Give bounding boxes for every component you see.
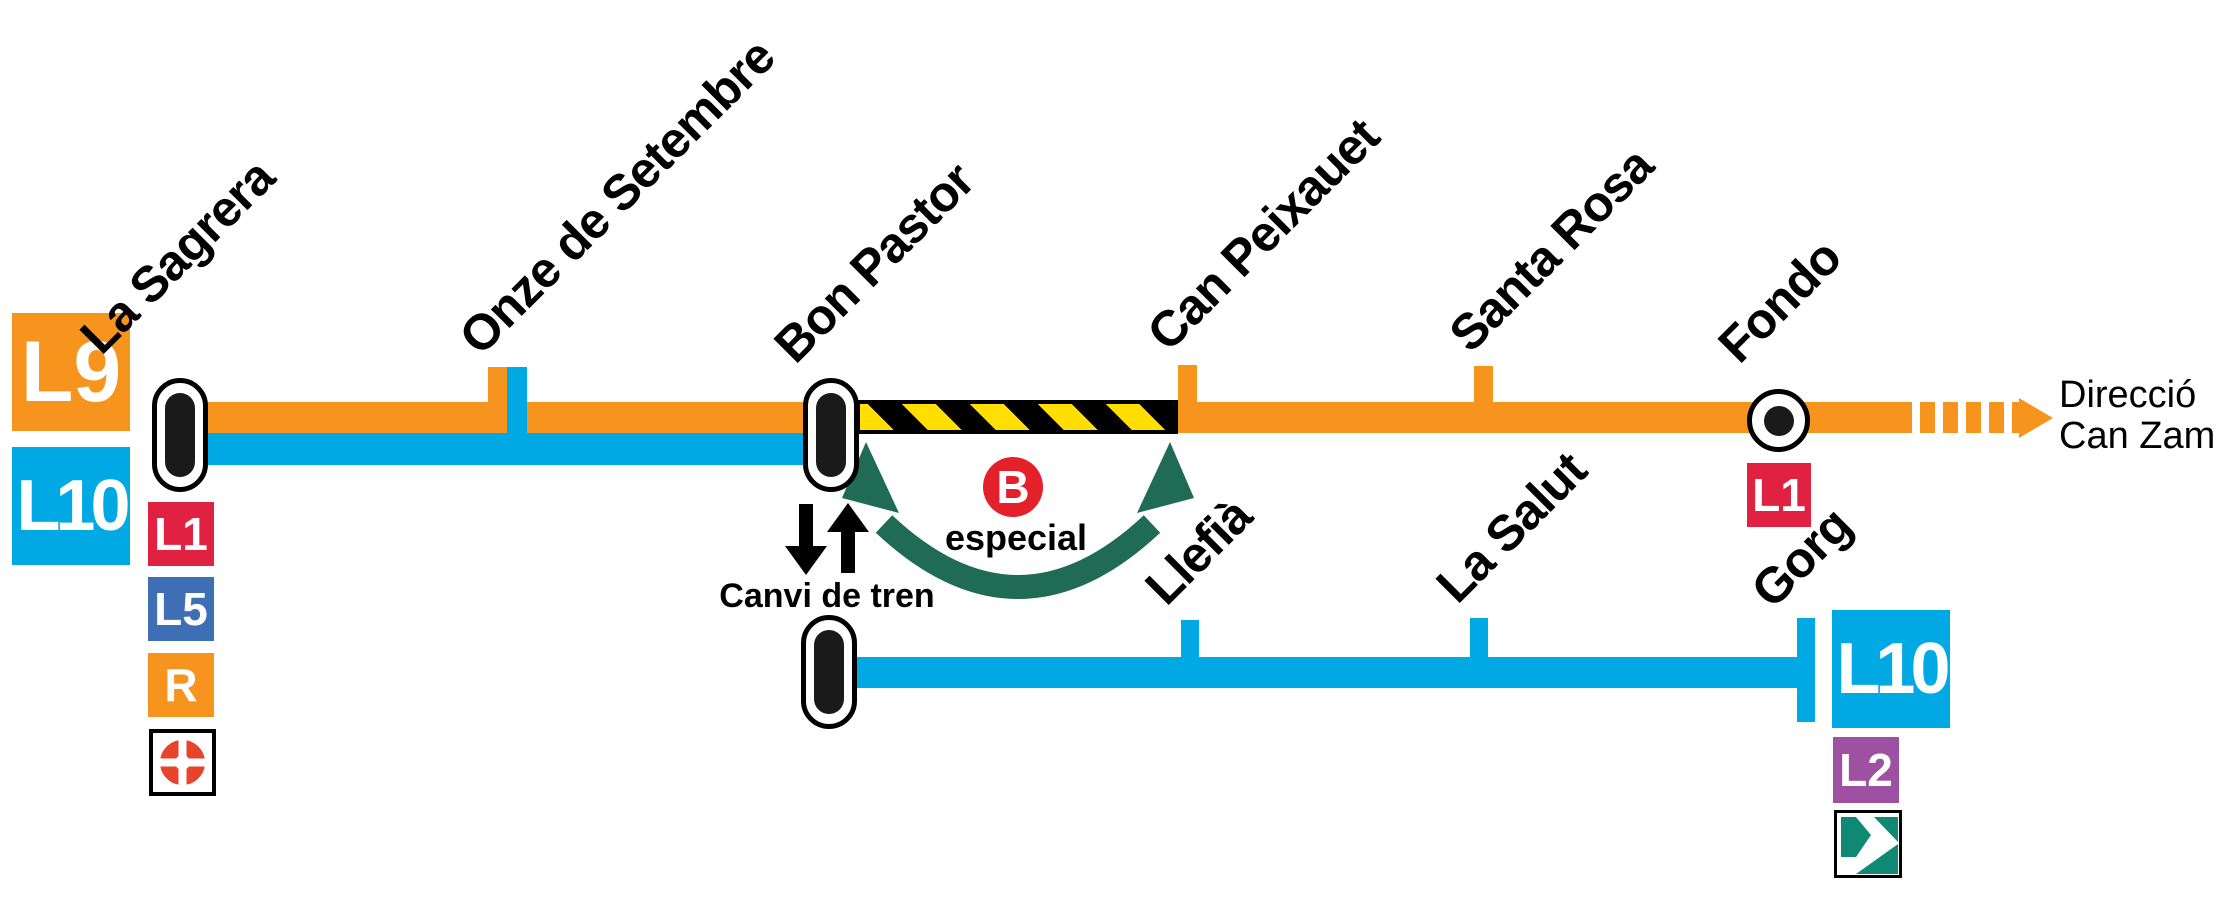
- station-marker-llefia: [1181, 620, 1199, 662]
- station-label-santa-rosa: Santa Rosa: [1438, 137, 1664, 363]
- station-label-can-peixauet: Can Peixauet: [1136, 107, 1390, 362]
- station-marker-bon-pastor-lower: [801, 615, 857, 729]
- bus-special-badge: B: [983, 457, 1043, 517]
- station-marker-bon-pastor-upper: [803, 378, 859, 492]
- direction-label-line2: Can Zam: [2059, 415, 2216, 457]
- transfer-arrow-up-icon: [827, 503, 869, 573]
- l10-line-badge: L10: [12, 447, 131, 565]
- connection-badge-l2: L2: [1833, 737, 1899, 803]
- station-label-llefia: Llefià: [1134, 487, 1263, 616]
- station-marker-core: [165, 393, 195, 477]
- station-label-bon-pastor: Bon Pastor: [763, 152, 985, 374]
- connection-badge-rodalies-r: R: [148, 653, 214, 717]
- closure-hazard-band: [856, 400, 1178, 434]
- l10-terminus-badge-gorg: L10: [1832, 610, 1951, 728]
- connection-badge-l1: L1: [148, 502, 214, 566]
- connection-badge-l5: L5: [148, 577, 214, 641]
- transfer-note-label: Canvi de tren: [719, 577, 935, 615]
- station-marker-onze-de-setembre-l10: [507, 367, 527, 465]
- transfer-arrow-down-icon: [785, 504, 827, 575]
- station-marker-onze-de-setembre-l9: [488, 367, 507, 407]
- l9-line-badge: L9: [12, 313, 130, 431]
- station-marker-fondo: [1747, 389, 1810, 452]
- l10-line-lower: [829, 657, 1806, 688]
- station-marker-core: [816, 393, 846, 477]
- station-marker-santa-rosa: [1474, 366, 1493, 406]
- station-label-onze-de-setembre: Onze de Setembre: [448, 28, 786, 366]
- bus-arc-arrowhead-right-icon: [1137, 442, 1194, 513]
- station-marker-gorg-terminal: [1797, 618, 1815, 722]
- direction-label: Direcció Can Zam: [2059, 375, 2215, 457]
- bus-special-label: especial: [944, 517, 1088, 558]
- rodalies-renfe-icon: [149, 729, 216, 796]
- tram-icon: [1834, 810, 1902, 878]
- station-label-la-salut: La Salut: [1425, 441, 1597, 614]
- direction-label-line1: Direcció: [2059, 374, 2197, 416]
- connection-badge-l1-fondo: L1: [1747, 463, 1811, 527]
- station-marker-la-sagrera: [152, 378, 208, 492]
- station-marker-la-salut: [1470, 618, 1488, 662]
- station-label-fondo: Fondo: [1707, 229, 1852, 374]
- station-marker-can-peixauet: [1178, 365, 1197, 407]
- l9-line-dashed-end: [1897, 402, 2020, 433]
- station-marker-core: [1763, 405, 1794, 436]
- station-marker-core: [814, 630, 844, 714]
- station-label-la-sagrera: La Sagrera: [69, 148, 285, 365]
- direction-arrow-icon: [2019, 398, 2053, 438]
